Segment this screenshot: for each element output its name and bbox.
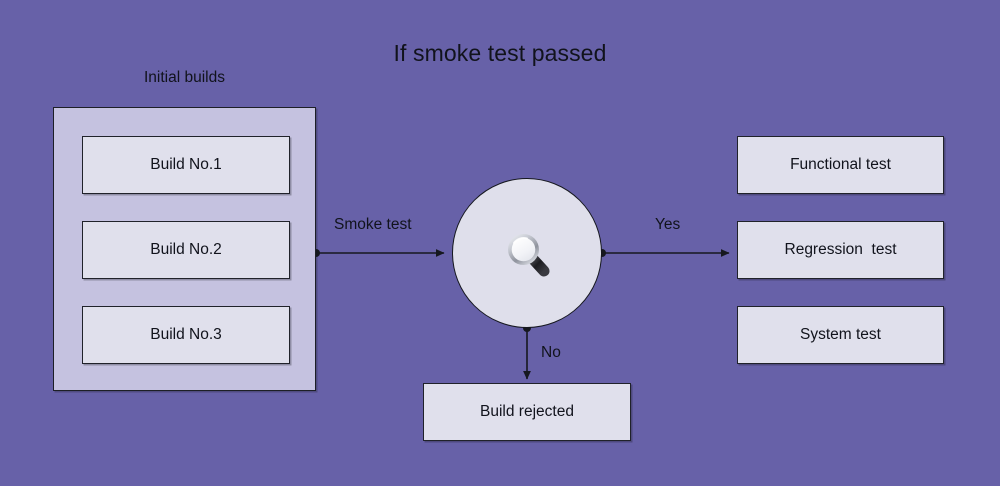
magnifying-glass-icon [500,226,556,282]
node-build-1[interactable]: Build No.1 [82,136,290,194]
page-title: If smoke test passed [393,40,607,66]
edge-label-no: No [541,344,561,361]
group-caption-initial-builds: Initial builds [144,69,225,86]
edge-smoke-test [312,249,445,257]
node-build-3[interactable]: Build No.3 [82,306,290,364]
node-build-2[interactable]: Build No.2 [82,221,290,279]
edge-no [523,324,531,380]
node-system-test[interactable]: System test [737,306,944,364]
node-regression-test[interactable]: Regression test [737,221,944,279]
edge-yes [598,249,730,257]
edge-label-yes: Yes [655,216,681,233]
edge-label-smoke-test: Smoke test [334,216,412,233]
node-decision-smoke-test[interactable] [452,178,602,328]
node-functional-test[interactable]: Functional test [737,136,944,194]
node-build-rejected[interactable]: Build rejected [423,383,631,441]
